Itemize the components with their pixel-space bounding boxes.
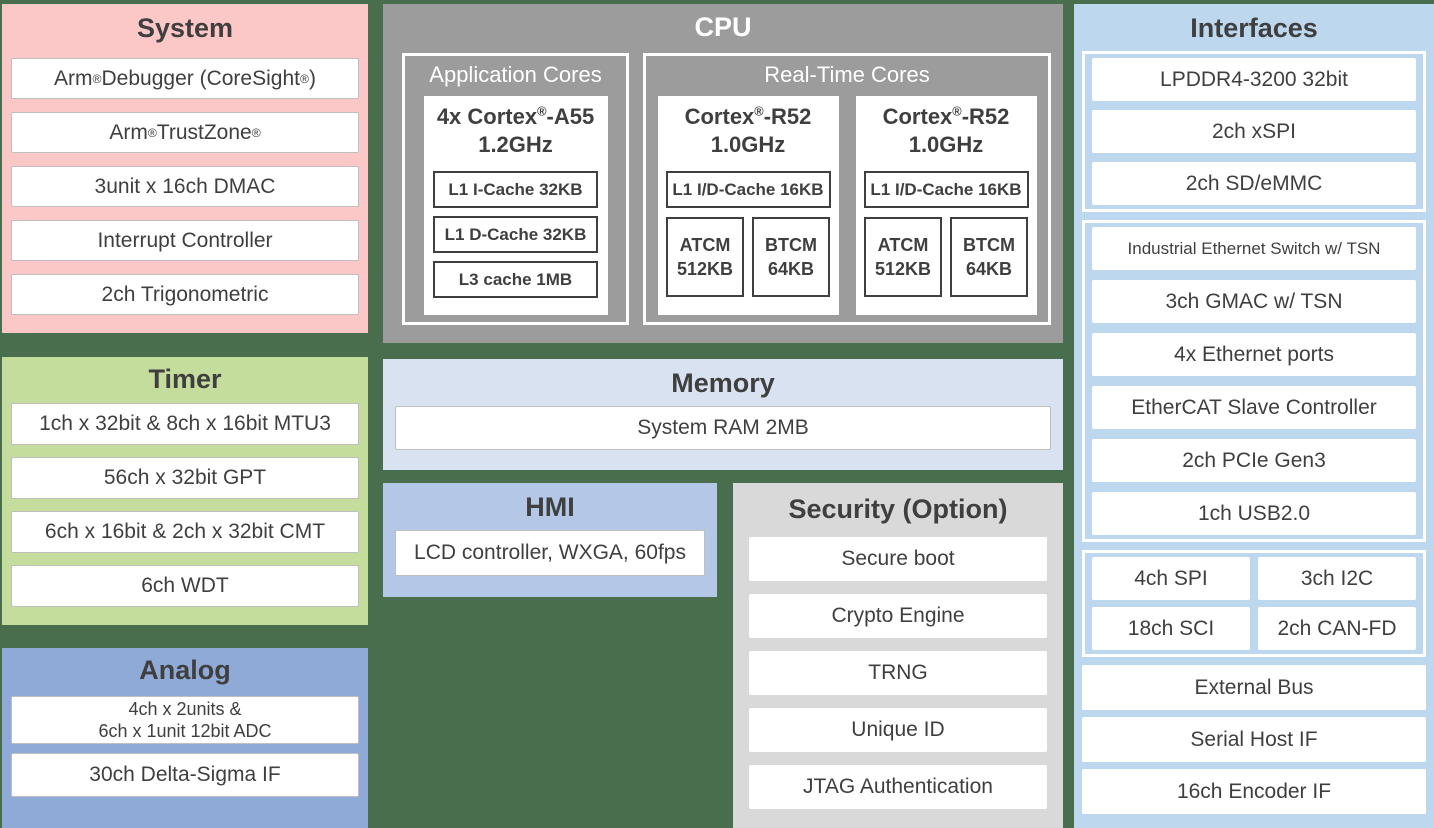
interfaces-item-usb: 1ch USB2.0 bbox=[1092, 492, 1416, 535]
interfaces-section-title: Interfaces bbox=[1190, 13, 1318, 43]
memory-section-title: Memory bbox=[671, 368, 775, 398]
interfaces-item-external-bus: External Bus bbox=[1082, 665, 1426, 710]
interfaces-item-pcie: 2ch PCIe Gen3 bbox=[1092, 439, 1416, 482]
interfaces-item-sd-emmc: 2ch SD/eMMC bbox=[1092, 162, 1416, 205]
timer-section-title: Timer bbox=[148, 364, 222, 394]
system-section: System Arm® Debugger (CoreSight®) Arm® T… bbox=[2, 4, 368, 333]
interfaces-item-spi: 4ch SPI bbox=[1092, 557, 1250, 600]
system-item-interrupt-controller: Interrupt Controller bbox=[11, 220, 359, 261]
timer-item-mtu3: 1ch x 32bit & 8ch x 16bit MTU3 bbox=[11, 403, 359, 445]
security-item-secure-boot: Secure boot bbox=[749, 537, 1047, 581]
interfaces-item-industrial-ethernet-switch: Industrial Ethernet Switch w/ TSN bbox=[1092, 227, 1416, 270]
interfaces-memory-if-group: LPDDR4-3200 32bit 2ch xSPI 2ch SD/eMMC bbox=[1082, 51, 1426, 212]
l1-dcache-box: L1 D-Cache 32KB bbox=[433, 216, 598, 253]
security-section-title: Security (Option) bbox=[788, 494, 1008, 524]
security-section: Security (Option) Secure boot Crypto Eng… bbox=[733, 483, 1063, 828]
system-item-list: Arm® Debugger (CoreSight®) Arm® TrustZon… bbox=[2, 58, 368, 315]
security-item-unique-id: Unique ID bbox=[749, 708, 1047, 752]
interfaces-item-ethercat: EtherCAT Slave Controller bbox=[1092, 386, 1416, 429]
hmi-section: HMI LCD controller, WXGA, 60fps bbox=[383, 483, 717, 597]
interfaces-section: Interfaces LPDDR4-3200 32bit 2ch xSPI 2c… bbox=[1074, 4, 1434, 828]
interfaces-item-can-fd: 2ch CAN-FD bbox=[1258, 607, 1416, 650]
l1-icache-box: L1 I-Cache 32KB bbox=[433, 171, 598, 208]
interfaces-item-lpddr4: LPDDR4-3200 32bit bbox=[1092, 58, 1416, 101]
security-item-trng: TRNG bbox=[749, 651, 1047, 695]
interfaces-network-group: Industrial Ethernet Switch w/ TSN 3ch GM… bbox=[1082, 220, 1426, 542]
system-item-trigonometric: 2ch Trigonometric bbox=[11, 274, 359, 315]
security-item-list: Secure boot Crypto Engine TRNG Unique ID… bbox=[733, 537, 1063, 809]
realtime-cores-title: Real-Time Cores bbox=[764, 62, 930, 87]
security-item-jtag-authentication: JTAG Authentication bbox=[749, 765, 1047, 809]
l1-id-cache-box-1: L1 I/D-Cache 16KB bbox=[665, 171, 831, 208]
interfaces-item-gmac: 3ch GMAC w/ TSN bbox=[1092, 280, 1416, 323]
system-item-arm-debugger: Arm® Debugger (CoreSight®) bbox=[11, 58, 359, 99]
memory-section: Memory System RAM 2MB bbox=[383, 359, 1063, 470]
interfaces-item-sci: 18ch SCI bbox=[1092, 607, 1250, 650]
analog-section-title: Analog bbox=[139, 655, 231, 685]
system-item-dmac: 3unit x 16ch DMAC bbox=[11, 166, 359, 207]
timer-item-gpt: 56ch x 32bit GPT bbox=[11, 457, 359, 499]
interfaces-item-xspi: 2ch xSPI bbox=[1092, 110, 1416, 153]
system-item-trustzone: Arm® TrustZone® bbox=[11, 112, 359, 153]
interfaces-item-serial-host-if: Serial Host IF bbox=[1082, 717, 1426, 762]
interfaces-serial-group: 4ch SPI 3ch I2C 18ch SCI 2ch CAN-FD bbox=[1082, 550, 1426, 657]
cpu-section-title: CPU bbox=[694, 12, 752, 42]
timer-item-cmt: 6ch x 16bit & 2ch x 32bit CMT bbox=[11, 511, 359, 553]
application-cores-title: Application Cores bbox=[429, 62, 602, 87]
interfaces-misc-list: External Bus Serial Host IF 16ch Encoder… bbox=[1082, 665, 1426, 814]
hmi-item-lcd-controller: LCD controller, WXGA, 60fps bbox=[395, 530, 705, 576]
analog-item-delta-sigma: 30ch Delta-Sigma IF bbox=[11, 753, 359, 797]
analog-section: Analog 4ch x 2units &6ch x 1unit 12bit A… bbox=[2, 648, 368, 828]
analog-item-list: 4ch x 2units &6ch x 1unit 12bit ADC 30ch… bbox=[2, 696, 368, 797]
timer-item-wdt: 6ch WDT bbox=[11, 565, 359, 607]
l1-id-cache-box-2: L1 I/D-Cache 16KB bbox=[863, 171, 1029, 208]
interfaces-item-encoder-if: 16ch Encoder IF bbox=[1082, 769, 1426, 814]
system-section-title: System bbox=[136, 13, 234, 43]
memory-item-system-ram: System RAM 2MB bbox=[395, 406, 1051, 450]
timer-section: Timer 1ch x 32bit & 8ch x 16bit MTU3 56c… bbox=[2, 357, 368, 625]
hmi-section-title: HMI bbox=[525, 492, 575, 522]
l3-cache-box: L3 cache 1MB bbox=[433, 261, 598, 298]
timer-item-list: 1ch x 32bit & 8ch x 16bit MTU3 56ch x 32… bbox=[2, 403, 368, 607]
analog-item-adc: 4ch x 2units &6ch x 1unit 12bit ADC bbox=[11, 696, 359, 744]
security-item-crypto-engine: Crypto Engine bbox=[749, 594, 1047, 638]
interfaces-item-i2c: 3ch I2C bbox=[1258, 557, 1416, 600]
interfaces-item-ethernet-ports: 4x Ethernet ports bbox=[1092, 333, 1416, 376]
